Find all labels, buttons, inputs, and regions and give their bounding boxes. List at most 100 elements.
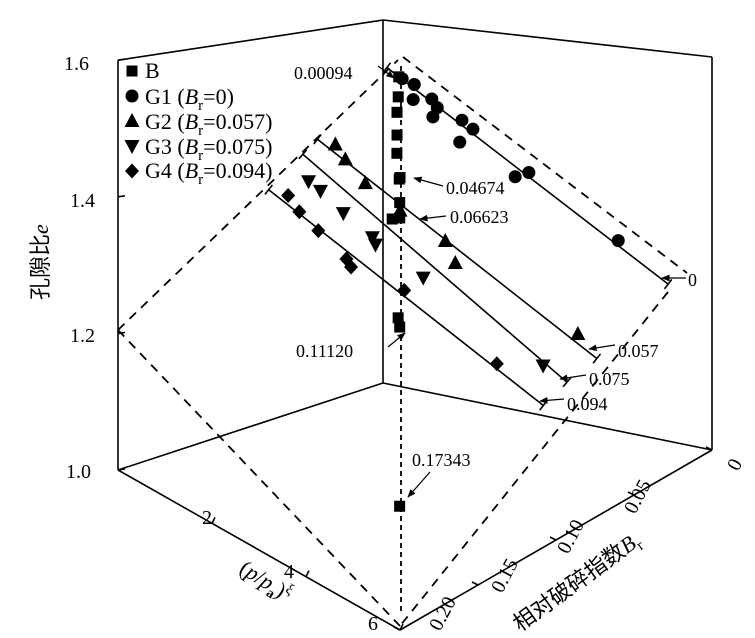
legend-marker-circle [125, 89, 139, 103]
p-tick-mark [399, 623, 404, 631]
point-g3 [415, 271, 431, 286]
floor-back-right-edge [382, 382, 713, 451]
br-tick-label: 0.15 [487, 555, 523, 596]
legend-var: B [185, 134, 198, 159]
legend-sub: r [198, 172, 203, 188]
fit-line-cap [298, 149, 308, 160]
point-b [392, 312, 404, 324]
annotation-label: 0.17343 [412, 450, 471, 470]
annotation-label: 0.00094 [294, 63, 353, 83]
point-g1 [407, 77, 421, 91]
point-g2 [357, 175, 373, 190]
top-right-edge [382, 19, 713, 58]
legend-sub: r [198, 123, 203, 139]
annotation-arrow [539, 397, 565, 404]
legend-var: B [185, 84, 198, 109]
point-g3 [312, 184, 328, 199]
annotation-arrow [377, 65, 395, 79]
legend-suffix: =0) [203, 84, 234, 109]
point-g1 [466, 122, 480, 136]
point-b [392, 91, 404, 103]
p-axis-title: (p/pa)ξ [233, 555, 297, 610]
br-tick-mark [549, 536, 557, 541]
annotation-label: 0 [688, 270, 697, 290]
fit-line-cap [663, 278, 673, 290]
point-g1 [522, 165, 536, 179]
br-tick-label: 0.05 [620, 476, 656, 517]
p-tick-label: 6 [368, 613, 378, 635]
e-tick-label: 1.4 [70, 190, 95, 212]
legend-label: G2 (Br=0.057) [145, 109, 272, 139]
p-tick-mark [305, 570, 310, 578]
e-tick-mark [117, 468, 126, 471]
br-tick-mark [627, 491, 635, 496]
e-axis-title: 孔隙比e [28, 224, 53, 300]
p-axis-line [117, 469, 401, 631]
br-tick-label: 0 [723, 455, 747, 474]
point-g1 [395, 72, 409, 86]
fit-line-g3 [302, 153, 568, 383]
annotation-label: 0.094 [567, 394, 608, 414]
legend-marker-square [126, 65, 138, 77]
annotation-arrow [588, 344, 616, 352]
legend-prefix: G1 ( [145, 84, 185, 109]
e-tick-mark [117, 331, 126, 335]
legend-label: G1 (Br=0) [145, 84, 234, 114]
legend-prefix: G2 ( [145, 109, 185, 134]
legend-var: B [185, 158, 198, 183]
point-b [391, 129, 403, 141]
e-tick-mark [117, 58, 126, 61]
point-g3 [301, 175, 317, 190]
annotation-label: 0.04674 [446, 178, 505, 198]
floor-back-left-edge [117, 382, 384, 471]
annotation-arrow [419, 214, 447, 222]
legend-prefix: G3 ( [145, 134, 185, 159]
br-tick-mark [705, 446, 713, 451]
br-tick-label: 0.10 [553, 516, 589, 557]
fit-line-g2 [316, 138, 598, 360]
point-b [394, 212, 406, 224]
point-g4 [281, 187, 296, 203]
annotation-label: 0.11120 [296, 341, 353, 361]
annotation-label: 0.075 [589, 369, 630, 389]
e-axis-title-text: 孔隙比 [28, 234, 53, 300]
point-g3 [535, 359, 551, 374]
legend-label: B [145, 58, 160, 83]
legend-suffix: =0.094) [203, 158, 272, 183]
e-tick-label: 1.0 [66, 461, 91, 483]
point-g2 [392, 202, 408, 217]
legend-sub: r [198, 98, 203, 114]
dashed-guide-1 [117, 59, 399, 331]
fit-line-cap [562, 377, 572, 388]
legend: B G1 (Br=0) G2 (Br=0.057) G3 (Br=0.075) … [124, 58, 272, 188]
legend-suffix: =0.057) [203, 109, 272, 134]
br-tick-mark [471, 581, 479, 586]
point-g2 [570, 325, 586, 340]
point-b [391, 147, 403, 159]
point-g1 [508, 170, 522, 184]
point-g2 [447, 255, 463, 270]
fit-line-cap [313, 134, 322, 145]
legend-prefix: B [145, 58, 160, 83]
data-points [281, 71, 625, 512]
point-g1 [453, 135, 467, 149]
br-tick-mark [393, 626, 401, 631]
point-g1 [455, 113, 469, 127]
legend-marker-triangle-up [124, 113, 140, 127]
fit-line-cap [539, 400, 548, 411]
legend-prefix: G4 ( [145, 158, 185, 183]
point-g1 [406, 93, 420, 107]
p-tick-label: 2 [202, 507, 212, 529]
point-g4 [489, 356, 504, 372]
point-b [394, 197, 406, 209]
dashed-guide-4 [117, 329, 401, 627]
point-g2 [437, 233, 453, 248]
legend-label: G4 (Br=0.094) [145, 158, 272, 188]
point-g1 [611, 234, 625, 248]
legend-marker-triangle-down [124, 140, 140, 154]
annotation-arrow [413, 176, 444, 187]
point-g3 [335, 207, 351, 222]
br-tick-label: 0.20 [425, 593, 461, 634]
point-g4 [292, 204, 307, 220]
